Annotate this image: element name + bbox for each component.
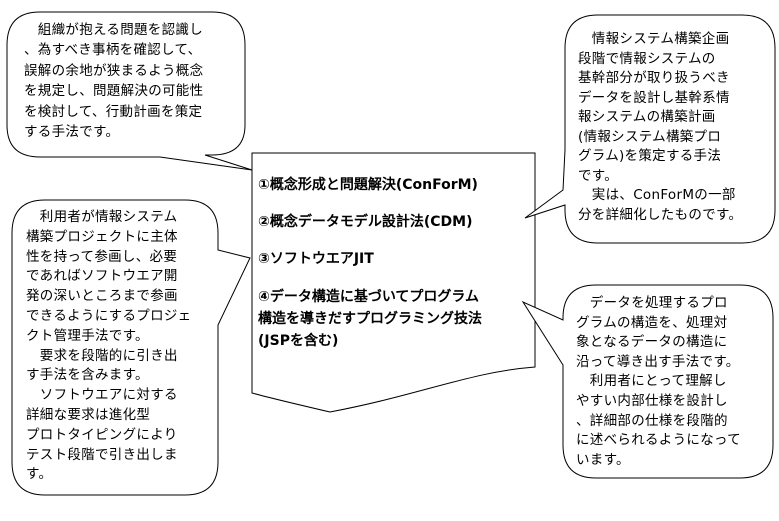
callout-conform-text: 組織が抱える問題を認識し 、為すべき事柄を確認して、 誤解の余地が狭まるよう概念… <box>24 22 204 141</box>
callout-cdm-text: 情報システム構築企画 段階で情報システムの 基幹部分が取り扱うべき データを設計… <box>578 31 743 223</box>
callout-jit <box>11 199 251 496</box>
method-item-jit: ③ソフトウエアJIT <box>258 251 374 267</box>
document-shape <box>251 152 536 413</box>
method-item-jsp: ④データ構造に基づいてプログラム 構造を導きだすプログラミング技法 (JSPを含… <box>258 289 482 349</box>
callout-jit-text: 利用者が情報システム 構築プロジェクトに主体 性を持って参画し、必要 であればソ… <box>26 209 192 483</box>
method-item-conform: ①概念形成と問題解決(ConForM) <box>258 177 478 193</box>
callout-jsp <box>521 284 774 479</box>
callout-cdm <box>524 14 776 244</box>
callout-jsp-text: データを処理するプロ グラムの構造を、処理対 象となるデータの構造に 沿って導き… <box>576 295 741 468</box>
method-item-cdm: ②概念データモデル設計法(CDM) <box>258 214 473 230</box>
callout-conform <box>6 11 253 171</box>
